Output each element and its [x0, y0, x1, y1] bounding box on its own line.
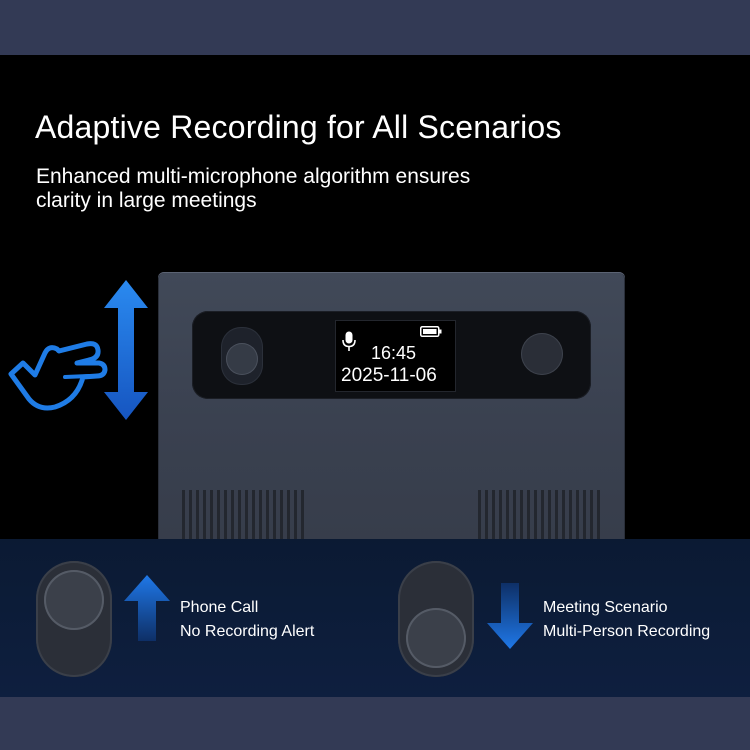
speaker-grille-right [478, 490, 600, 540]
speaker-grille-left [182, 490, 304, 540]
switch-knob [406, 608, 466, 668]
arrow-down-icon [487, 583, 533, 649]
meeting-description: Multi-Person Recording [543, 623, 711, 640]
oled-display: 16:45 2025-11-06 [335, 320, 456, 392]
meeting-title: Meeting Scenario [543, 599, 668, 616]
switch-knob [44, 570, 104, 630]
mode-info-band: Phone Call No Recording Alert Meeting Sc… [0, 539, 750, 697]
subheadline-line-2: clarity in large meetings [36, 189, 257, 212]
subheadline-line-1: Enhanced multi-microphone algorithm ensu… [36, 165, 471, 188]
meeting-caption: Meeting Scenario Multi-Person Recording [543, 596, 710, 644]
phone-call-caption: Phone Call No Recording Alert [180, 596, 314, 644]
switch-up-position [36, 561, 112, 677]
power-button [521, 333, 563, 375]
mic-icon [342, 331, 356, 351]
control-panel: 16:45 2025-11-06 [192, 311, 591, 399]
phone-call-title: Phone Call [180, 599, 259, 616]
main-panel: Adaptive Recording for All Scenarios Enh… [0, 55, 750, 697]
slider-knob [226, 343, 258, 375]
clock-time: 16:45 [371, 343, 417, 363]
hand-touch-icon [8, 341, 108, 411]
up-down-arrow-icon [104, 280, 148, 420]
bottom-frame-band [0, 697, 750, 750]
mode-slider-switch [221, 327, 263, 385]
battery-icon [420, 326, 442, 337]
top-frame-band [0, 0, 750, 55]
phone-call-description: No Recording Alert [180, 623, 315, 640]
arrow-up-icon [124, 575, 170, 641]
switch-down-position [398, 561, 474, 677]
subheadline: Enhanced multi-microphone algorithm ensu… [36, 165, 470, 213]
display-date: 2025-11-06 [341, 365, 437, 386]
headline: Adaptive Recording for All Scenarios [35, 109, 562, 145]
